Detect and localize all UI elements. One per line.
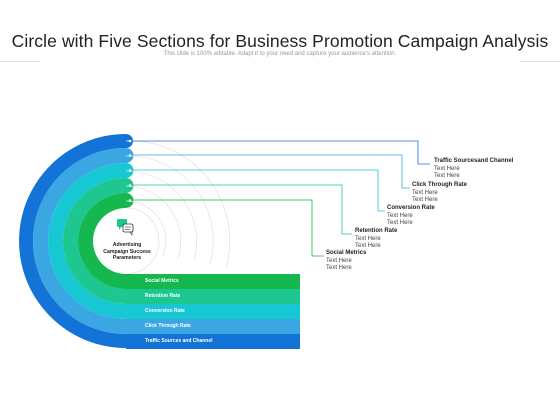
bar-click-through: [126, 319, 300, 334]
callout-title: Conversion Rate: [387, 205, 435, 211]
bar-label-traffic-sources: Traffic Sources and Channel: [145, 338, 213, 344]
connector-social-metrics: [130, 199, 324, 257]
arc-traffic-sources: [19, 134, 126, 348]
page-title: Circle with Five Sections for Business P…: [11, 31, 549, 51]
header-divider-left: [0, 61, 40, 62]
callout-text: Text Here: [326, 265, 352, 272]
header-divider-right: [520, 61, 560, 62]
callout-text: Text Here: [434, 173, 460, 180]
callout-conversion: Conversion Rate Text Here Text Here: [387, 205, 435, 228]
bar-retention: [126, 289, 300, 304]
guide-arcs: [125, 140, 231, 275]
callout-text: Text Here: [434, 165, 460, 172]
callout-social-metrics: Social Metrics Text Here Text Here: [326, 250, 366, 273]
callout-title: Social Metrics: [326, 250, 367, 256]
arc-retention: [63, 178, 126, 304]
callout-click-through: Click Through Rate Text Here Text Here: [412, 182, 467, 205]
callout-text: Text Here: [387, 212, 413, 219]
callout-text: Text Here: [326, 257, 352, 264]
chat-bubbles-icon: [117, 219, 134, 236]
bar-label-retention: Retention Rate: [145, 293, 181, 299]
bar-conversion: [126, 304, 300, 319]
callout-text: Text Here: [355, 243, 381, 250]
arc-conversion: [48, 163, 126, 319]
connector-retention: [130, 184, 352, 235]
bar-label-click-through: Click Through Rate: [145, 323, 191, 329]
callout-text: Text Here: [412, 189, 438, 196]
callout-traffic-sources: Traffic Sourcesand Channel Text Here Tex…: [434, 158, 513, 181]
connector-traffic-sources: [130, 140, 430, 165]
connector-click-through: [130, 154, 410, 189]
bar-traffic-sources: [126, 334, 300, 349]
callout-title: Click Through Rate: [412, 182, 468, 188]
arc-click-through: [33, 148, 127, 334]
callout-text: Text Here: [355, 235, 381, 242]
center-label: Advertising Campaign Success Parameters: [103, 242, 151, 262]
callout-title: Retention Rate: [355, 228, 398, 234]
page-subtitle: This slide is 100% editable. Adapt it to…: [163, 51, 397, 57]
arc-social-metrics: [78, 193, 126, 289]
bar-label-social-metrics: Social Metrics: [145, 278, 179, 284]
callout-retention: Retention Rate Text Here Text Here: [355, 228, 397, 251]
bar-label-conversion: Conversion Rate: [145, 308, 185, 314]
connector-conversion: [130, 169, 385, 212]
bar-social-metrics: [126, 274, 300, 289]
callout-text: Text Here: [387, 220, 413, 227]
callout-title: Traffic Sourcesand Channel: [434, 158, 514, 164]
callout-text: Text Here: [412, 197, 438, 204]
